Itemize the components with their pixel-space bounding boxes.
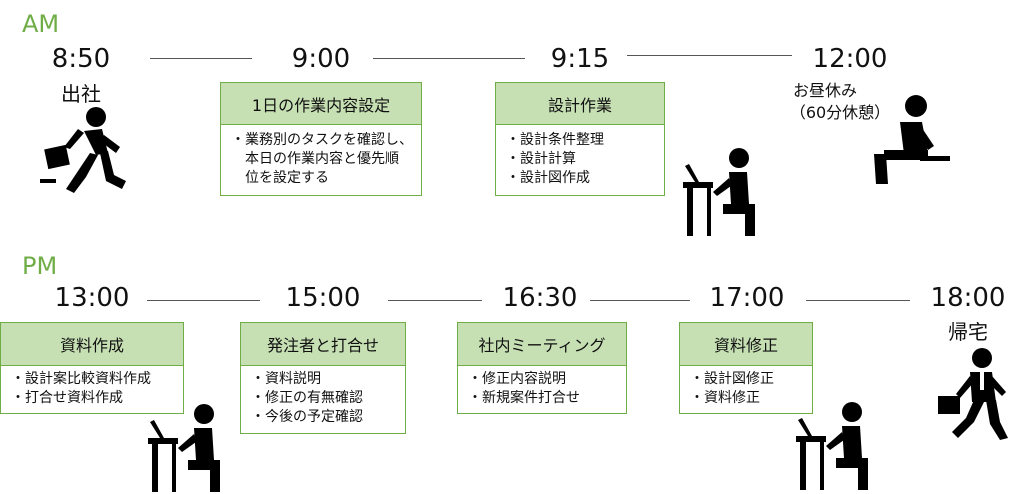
lunch-break-note: （60分休憩） [789,103,891,122]
time-0915: 9:15 [550,44,610,74]
time-1800: 18:00 [930,283,1006,313]
task-item: ・設計案比較資料作成 [11,371,151,387]
task-item: ・新規案件打合せ [468,390,580,406]
pm-label: PM [22,252,58,280]
lunch-label: お昼休み [792,81,857,100]
task-box-title: 設計作業 [496,83,664,125]
task-item: ・設計図修正 [690,371,774,387]
timeline-connector [147,300,260,301]
timeline-connector [373,58,525,59]
time-0900: 9:00 [291,44,351,74]
desk-worker-icon [683,148,763,238]
time-1630: 16:30 [502,283,578,313]
task-box-document-revision: 資料修正 ・設計図修正 ・資料修正 [679,322,813,414]
leave-home-label: 帰宅 [948,320,988,344]
task-box-title: 社内ミーティング [458,323,626,366]
arrival-label: 出社 [61,82,101,106]
task-item: 位を設定する [231,170,329,186]
task-item: ・打合せ資料作成 [11,390,123,406]
timeline-connector [388,300,482,301]
task-box-document-preparation: 資料作成 ・設計案比較資料作成 ・打合せ資料作成 [0,322,184,414]
task-item: 本日の作業内容と優先順 [231,151,399,167]
am-label: AM [22,10,60,38]
task-item: ・設計計算 [506,151,576,167]
task-box-title: 資料作成 [1,323,183,366]
timeline-connector [627,55,792,56]
resting-person-icon [870,94,952,186]
task-box-title: 発注者と打合せ [241,323,405,366]
running-commuter-icon [40,105,130,197]
time-1200: 12:00 [812,44,888,74]
time-1700: 17:00 [709,283,785,313]
task-box-design-work: 設計作業 ・設計条件整理 ・設計計算 ・設計図作成 [495,82,665,196]
task-item: ・設計条件整理 [506,132,604,148]
walking-businessman-icon [934,346,1014,442]
task-item: ・業務別のタスクを確認し、 [231,132,413,148]
task-box-client-meeting: 発注者と打合せ ・資料説明 ・修正の有無確認 ・今後の予定確認 [240,322,406,434]
task-item: ・修正の有無確認 [251,390,363,406]
task-box-title: 資料修正 [680,323,812,366]
timeline-connector [806,300,910,301]
time-1300: 13:00 [54,283,130,313]
desk-worker-icon [148,404,228,494]
task-box-title: 1日の作業内容設定 [221,83,421,125]
timeline-connector [150,58,252,59]
task-item: ・設計図作成 [506,170,590,186]
desk-worker-icon [796,402,876,492]
task-item: ・修正内容説明 [468,371,566,387]
time-0850: 8:50 [51,44,111,74]
time-1500: 15:00 [285,283,361,313]
task-item: ・資料修正 [690,390,760,406]
task-item: ・今後の予定確認 [251,409,363,425]
task-item: ・資料説明 [251,371,321,387]
timeline-connector [590,300,690,301]
task-box-daily-planning: 1日の作業内容設定 ・業務別のタスクを確認し、 本日の作業内容と優先順 位を設定… [220,82,422,196]
task-box-internal-meeting: 社内ミーティング ・修正内容説明 ・新規案件打合せ [457,322,627,414]
